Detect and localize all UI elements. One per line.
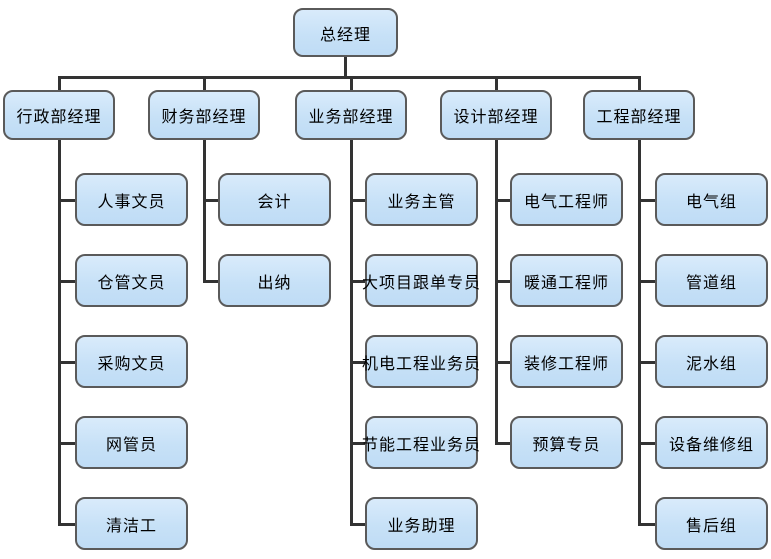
node-role[interactable]: 采购文员: [75, 335, 188, 388]
node-label: 清洁工: [105, 515, 157, 535]
node-role[interactable]: 装修工程师: [510, 335, 623, 388]
connector-stub: [495, 280, 510, 283]
connector-stub: [638, 199, 655, 202]
node-role[interactable]: 预算专员: [510, 416, 623, 469]
node-label: 大项目跟单专员: [362, 272, 482, 292]
connector-stub: [638, 523, 655, 526]
connector-rail: [350, 140, 353, 526]
connector-stub: [58, 199, 75, 202]
node-role[interactable]: 网管员: [75, 416, 188, 469]
node-label: 电气工程师: [523, 191, 609, 211]
node-role[interactable]: 设备维修组: [655, 416, 768, 469]
connector-rail: [58, 140, 61, 526]
node-label: 装修工程师: [523, 353, 609, 373]
node-label: 业务主管: [387, 191, 456, 211]
node-role[interactable]: 仓管文员: [75, 254, 188, 307]
node-label: 暖通工程师: [523, 272, 609, 292]
node-label: 设备维修组: [668, 434, 754, 454]
node-dept-manager[interactable]: 财务部经理: [148, 90, 260, 140]
connector-stub: [203, 280, 218, 283]
node-label: 出纳: [257, 272, 292, 292]
node-label: 人事文员: [97, 191, 166, 211]
node-dept-manager[interactable]: 业务部经理: [295, 90, 407, 140]
node-label: 售后组: [685, 515, 737, 535]
node-role[interactable]: 售后组: [655, 497, 768, 550]
connector-stub: [58, 523, 75, 526]
node-label: 工程部经理: [596, 107, 682, 126]
node-label: 业务助理: [387, 515, 456, 535]
connector-rail: [638, 140, 641, 526]
connector-stub: [58, 442, 75, 445]
node-label: 预算专员: [532, 434, 601, 454]
connector-rail: [495, 140, 498, 445]
connector-stub: [58, 361, 75, 364]
node-role[interactable]: 电气工程师: [510, 173, 623, 226]
node-label: 采购文员: [97, 353, 166, 373]
node-role[interactable]: 会计: [218, 173, 331, 226]
connector-stub: [350, 199, 365, 202]
node-label: 行政部经理: [16, 107, 102, 126]
node-label: 节能工程业务员: [362, 434, 482, 454]
node-label: 管道组: [685, 272, 737, 292]
connector-stub: [638, 280, 655, 283]
node-label: 泥水组: [685, 353, 737, 373]
connector-stub: [638, 442, 655, 445]
node-role[interactable]: 业务主管: [365, 173, 478, 226]
connector-bus: [58, 76, 641, 79]
node-dept-manager[interactable]: 设计部经理: [440, 90, 552, 140]
connector-stub: [203, 199, 218, 202]
node-label: 财务部经理: [161, 107, 247, 126]
connector-rail: [203, 140, 206, 283]
node-role[interactable]: 机电工程业务员: [362, 335, 482, 388]
node-role[interactable]: 出纳: [218, 254, 331, 307]
node-role[interactable]: 管道组: [655, 254, 768, 307]
node-role[interactable]: 业务助理: [365, 497, 478, 550]
node-label: 总经理: [319, 24, 371, 44]
node-role[interactable]: 暖通工程师: [510, 254, 623, 307]
connector-stub: [350, 280, 365, 283]
connector-dept-drop: [58, 76, 61, 90]
connector-stub: [350, 523, 365, 526]
node-dept-manager[interactable]: 行政部经理: [3, 90, 115, 140]
connector-stub: [495, 361, 510, 364]
connector-stub: [58, 280, 75, 283]
node-label: 电气组: [685, 191, 737, 211]
connector-dept-drop: [495, 76, 498, 90]
node-role[interactable]: 人事文员: [75, 173, 188, 226]
connector-stub: [350, 361, 365, 364]
node-dept-manager[interactable]: 工程部经理: [583, 90, 695, 140]
node-label: 仓管文员: [97, 272, 166, 292]
connector-stub: [638, 361, 655, 364]
connector-dept-drop: [638, 76, 641, 90]
connector-stub: [495, 442, 510, 445]
connector-dept-drop: [203, 76, 206, 90]
node-label: 会计: [257, 191, 292, 211]
connector-root-drop: [344, 57, 347, 79]
node-role[interactable]: 电气组: [655, 173, 768, 226]
node-role[interactable]: 节能工程业务员: [362, 416, 482, 469]
node-label: 机电工程业务员: [362, 353, 482, 373]
connector-dept-drop: [350, 76, 353, 90]
node-general-manager[interactable]: 总经理: [293, 8, 398, 57]
node-label: 网管员: [105, 434, 157, 454]
node-role[interactable]: 大项目跟单专员: [362, 254, 482, 307]
node-label: 设计部经理: [453, 107, 539, 126]
connector-stub: [495, 199, 510, 202]
node-role[interactable]: 清洁工: [75, 497, 188, 550]
node-role[interactable]: 泥水组: [655, 335, 768, 388]
connector-stub: [350, 442, 365, 445]
node-label: 业务部经理: [308, 107, 394, 126]
